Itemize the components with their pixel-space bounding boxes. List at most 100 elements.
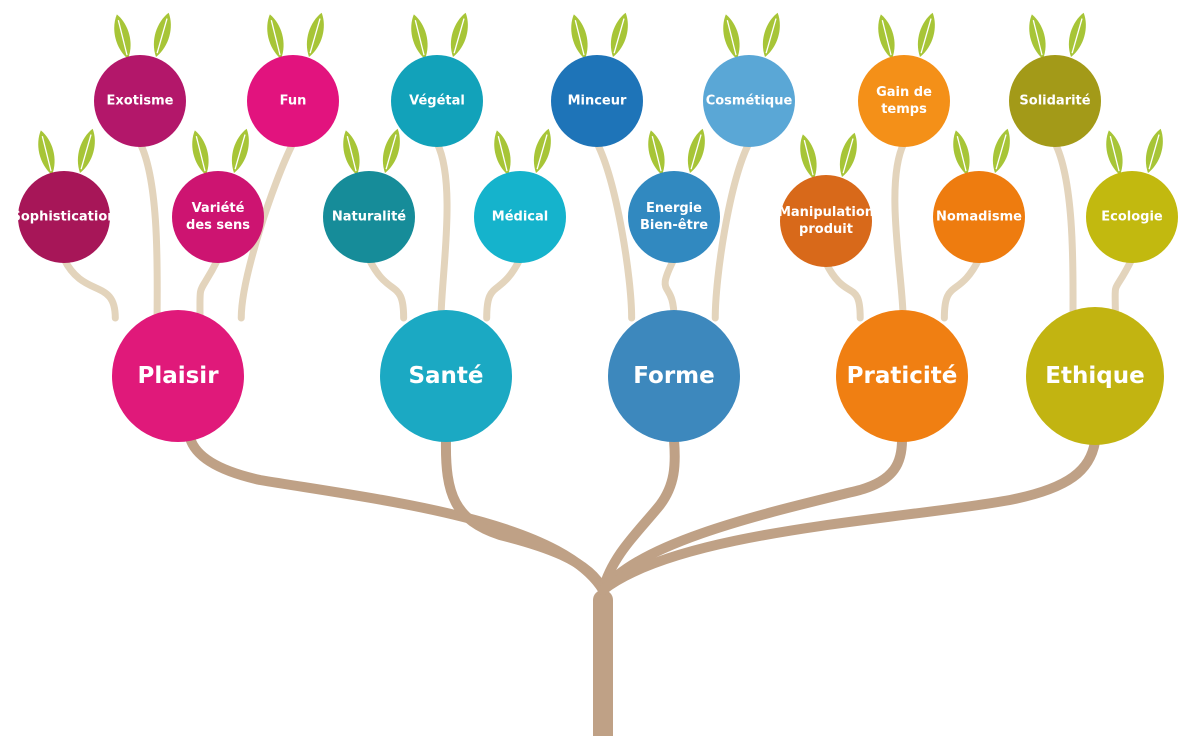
category-label: Praticité (847, 363, 958, 389)
subcategory-circle (94, 55, 186, 147)
branch-praticite (598, 435, 907, 595)
twig-sophistication (60, 255, 119, 322)
subcategory-ecologie: Ecologie (1086, 171, 1178, 263)
leaf-icon (114, 14, 131, 59)
subcategory-circle (172, 171, 264, 263)
leaf-icon (38, 130, 55, 175)
leaf-icon (878, 14, 895, 59)
leaf-icon (687, 128, 705, 173)
subcategory-circle (1086, 171, 1178, 263)
subcategory-variete: Variété des sens (172, 171, 264, 263)
subcategory-medical: Médical (474, 171, 566, 263)
category-circle (608, 310, 740, 442)
category-ethique: Ethique (1026, 307, 1164, 445)
subcategory-exotisme: Exotisme (94, 55, 186, 147)
twig-exotisme (136, 139, 161, 322)
subcategory-label: Végétal (409, 94, 465, 109)
subcategory-manipulation: Manipulation produit (778, 175, 874, 267)
leaf-icon (494, 130, 511, 175)
leaf-icon (77, 128, 95, 173)
subcategory-circle (858, 55, 950, 147)
subcategory-circle (933, 171, 1025, 263)
leaf-icon (153, 12, 171, 57)
leaf-icon (571, 14, 588, 59)
category-circle (380, 310, 512, 442)
subcategory-circle (551, 55, 643, 147)
leaf-icon (648, 130, 665, 175)
leaf-icon (992, 128, 1010, 173)
twig-vegetal (433, 139, 451, 322)
subcategory-circle (1009, 55, 1101, 147)
leaf-icon (800, 134, 817, 179)
twig-ecologie (1111, 255, 1136, 319)
subcategory-circle (18, 171, 110, 263)
twig-nomadisme (940, 255, 983, 322)
subcategory-gain: Gain de temps (858, 55, 950, 147)
subcategory-vegetal: Végétal (391, 55, 483, 147)
category-circle (836, 310, 968, 442)
category-circle (112, 310, 244, 442)
branch-plaisir (185, 433, 608, 595)
leaf-icon (231, 128, 249, 173)
leaf-icon (917, 12, 935, 57)
subcategory-label: temps (881, 102, 927, 117)
subcategory-label: Minceur (568, 94, 627, 109)
subcategory-circle (628, 171, 720, 263)
leaf-icon (533, 128, 551, 173)
subcategory-label: Solidarité (1019, 94, 1090, 109)
branch-ethique (598, 437, 1100, 595)
leaf-icon (1029, 14, 1046, 59)
twig-naturalite (365, 255, 408, 322)
subcategory-label: Gain de (876, 85, 932, 100)
subcategory-minceur: Minceur (551, 55, 643, 147)
subcategory-label: Variété (192, 201, 245, 216)
subcategory-label: Manipulation (778, 205, 874, 220)
category-label: Santé (408, 363, 483, 389)
twig-branches (60, 139, 1136, 322)
leaves (38, 12, 1163, 179)
category-sante: Santé (380, 310, 512, 442)
subcategory-circle (780, 175, 872, 267)
twig-manipulation (822, 259, 864, 322)
subcategory-circle (474, 171, 566, 263)
category-label: Plaisir (137, 363, 219, 389)
subcategory-cosmetique: Cosmétique (703, 55, 795, 147)
leaf-icon (267, 14, 284, 59)
subcategory-circle (247, 55, 339, 147)
subcategory-label: Nomadisme (936, 210, 1022, 225)
branch-forme (598, 435, 680, 595)
twig-solidarite (1051, 139, 1077, 319)
subcategory-label: Fun (280, 94, 307, 109)
leaf-icon (1068, 12, 1086, 57)
leaf-icon (839, 132, 857, 177)
leaf-icon (762, 12, 780, 57)
subcategory-label: Energie (646, 201, 702, 216)
subcategory-label: Exotisme (107, 94, 174, 109)
subcategory-label: Cosmétique (706, 94, 793, 109)
category-praticite: Praticité (836, 310, 968, 442)
subcategory-label: produit (799, 222, 853, 237)
leaf-icon (953, 130, 970, 175)
twig-medical (483, 255, 524, 322)
subcategory-circle (703, 55, 795, 147)
leaf-icon (343, 130, 360, 175)
subcategory-circle (391, 55, 483, 147)
twig-variete (196, 255, 222, 322)
category-plaisir: Plaisir (112, 310, 244, 442)
subcategory-label: Naturalité (332, 210, 406, 225)
leaf-icon (610, 12, 628, 57)
subcategory-nomadisme: Nomadisme (933, 171, 1025, 263)
leaf-icon (450, 12, 468, 57)
subcategory-label: Ecologie (1101, 210, 1163, 225)
subcategory-circle (323, 171, 415, 263)
trunk-branches (185, 433, 1100, 736)
subcategory-label: des sens (186, 218, 250, 233)
subcategory-fun: Fun (247, 55, 339, 147)
leaf-icon (382, 128, 400, 173)
twig-cosmetique (711, 139, 753, 322)
leaf-icon (723, 14, 740, 59)
